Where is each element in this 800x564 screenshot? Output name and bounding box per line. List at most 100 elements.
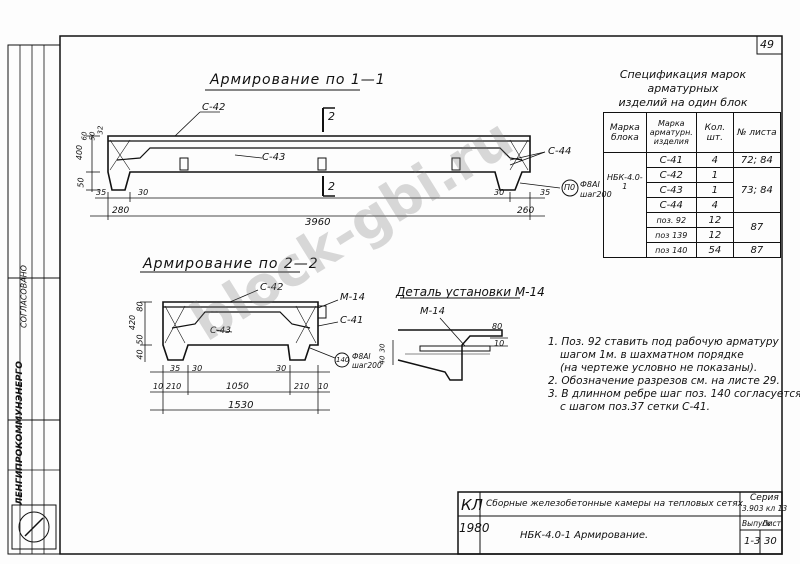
spec-cell-qty: 12 [695,227,734,243]
tb-title: Сборные железобетонные камеры на тепловы… [486,499,743,509]
spec-cell-qty: 4 [695,197,734,213]
dim-h50b: 50 [88,131,97,141]
table-row: поз 140 54 87 [604,242,781,258]
label-c42-s2: С-42 [260,282,284,293]
dim-h30-detail: 30 [378,343,387,353]
tb-sheet-label: Лист [762,519,782,528]
tb-sheet-value: 30 [764,536,777,547]
note-line: 1. Поз. 92 ставить под рабочую арматуру [548,336,779,348]
rebar-note-bottom: шаг200 [580,190,612,199]
dim-30-left: 30 [138,188,149,197]
label-c42: С-42 [202,102,226,113]
spec-cell-mark: С-41 [645,152,697,168]
dim-80-detail: 80 [492,322,503,331]
note-line: с шагом поз.37 сетки С-41. [560,401,710,413]
note-line: (на чертеже условно не показаны). [560,362,758,374]
spec-cell-mark: С-44 [645,197,697,213]
dim-total-1: 3960 [305,217,331,228]
detail-title: Деталь установки М-14 [396,285,545,299]
dim-10-left: 10 [153,382,164,391]
cut-mark-top: 2 [328,110,335,123]
note-line: 3. В длинном ребре шаг поз. 140 согласуе… [548,388,800,400]
label-m14-detail: М-14 [420,306,445,317]
label-c44: С-44 [548,146,572,157]
dim-h50-s2: 50 [135,334,145,345]
table-row: С-42 1 73; 84 [604,167,781,213]
spec-cell-mark: поз. 92 [645,212,697,228]
dim-h80: 80 [135,301,145,312]
pos-circle-label-s2: 140 [336,356,350,364]
dim-30-right-s2: 30 [276,364,287,373]
spec-cell-qty: 4 [695,152,734,168]
spec-cell-mark: поз 140 [645,242,697,258]
dim-h420: 420 [128,314,138,331]
corner-sheet-number: 49 [760,38,774,51]
spec-cell-mark: С-42 [645,167,697,183]
spec-cell-sheet: 73; 84 [732,167,781,213]
dim-h50: 50 [76,177,86,188]
spec-cell-sheet: 72; 84 [732,152,781,168]
dim-35-s2: 35 [170,364,181,373]
rebar-note-top: Ф8АI [580,180,600,189]
section-1-title: Армирование по 1—1 [210,72,386,88]
label-c41-s2: С-41 [340,315,364,326]
spec-block-mark: НБК-4.0-1 [603,152,647,258]
dim-30-s2: 30 [192,364,203,373]
notes: 1. Поз. 92 ставить под рабочую арматуру … [548,336,800,414]
spec-cell-sheet: 87 [732,212,781,243]
label-c43: С-43 [262,152,286,163]
spec-header-block: Марка блока [603,112,647,153]
dim-h40-s2: 40 [135,349,145,360]
dim-35-right: 35 [540,188,551,197]
tb-code: КЛ [461,496,483,514]
spec-cell-mark: С-43 [645,182,697,198]
spec-header-mark: Марка арматурн. изделия [645,112,697,153]
table-row: С-44 4 [604,197,781,213]
corner-number-box [756,35,783,55]
side-stamp-agreed: СОГЛАСОВАНО [19,265,29,328]
spec-cell-qty: 1 [695,182,734,198]
section-2-title: Армирование по 2—2 [143,256,319,272]
spec-cell-qty: 54 [695,242,734,258]
spec-title: Спецификация марок арматурных изделий на… [588,68,778,110]
tb-year: 1980 [459,521,490,535]
note-line: шагом 1м. в шахматном порядке [560,349,744,361]
dim-left-1: 280 [112,206,130,216]
dim-mid-2: 1050 [226,382,249,392]
side-strip [7,44,61,555]
section-2-drawing [140,271,350,414]
rebar-note-top-s2: Ф8АI [352,352,371,361]
label-m14-s2: М-14 [340,292,365,303]
spec-cell-qty: 12 [695,212,734,228]
dim-right-1: 260 [517,206,535,216]
side-stamp-org: ЛЕНГИПРОКОММУНЭНЕРГО [15,361,25,505]
tb-series-value: 3.903 кл 13 [742,504,788,513]
org-logo [11,504,57,550]
dim-10-right: 10 [318,382,329,391]
spec-cell-sheet: 87 [732,242,781,258]
spec-cell-qty: 1 [695,167,734,183]
spec-table: Марка блока Марка арматурн. изделия Кол.… [603,112,781,258]
detail-m14-drawing [392,297,520,381]
table-row: НБК-4.0-1 С-41 4 72; 84 [603,152,781,258]
tb-issue-value: 1-3 [744,536,761,547]
tb-series-label: Серия [750,493,779,503]
note-line: 2. Обозначение разрезов см. на листе 29. [548,375,780,387]
tb-subtitle: НБК-4.0-1 Армирование. [520,530,649,541]
spec-title-line2: изделий на один блок [618,96,748,109]
dim-10-detail: 10 [494,339,505,348]
dim-total-2: 1530 [228,400,254,411]
pos-circle-label: П0 [564,183,576,192]
table-row: поз. 92 12 87 [604,212,781,243]
cut-mark-bottom: 2 [328,180,335,193]
spec-header-qty: Кол. шт. [695,112,734,153]
dim-h32: 32 [96,125,105,135]
section-1-drawing [86,89,579,220]
dim-30-right: 30 [494,188,505,197]
dim-35-left: 35 [96,188,107,197]
dim-h40-detail: 40 [378,355,387,365]
dim-210-left: 210 [166,382,182,391]
dim-210-right: 210 [294,382,310,391]
table-row: поз 139 12 [604,227,781,243]
